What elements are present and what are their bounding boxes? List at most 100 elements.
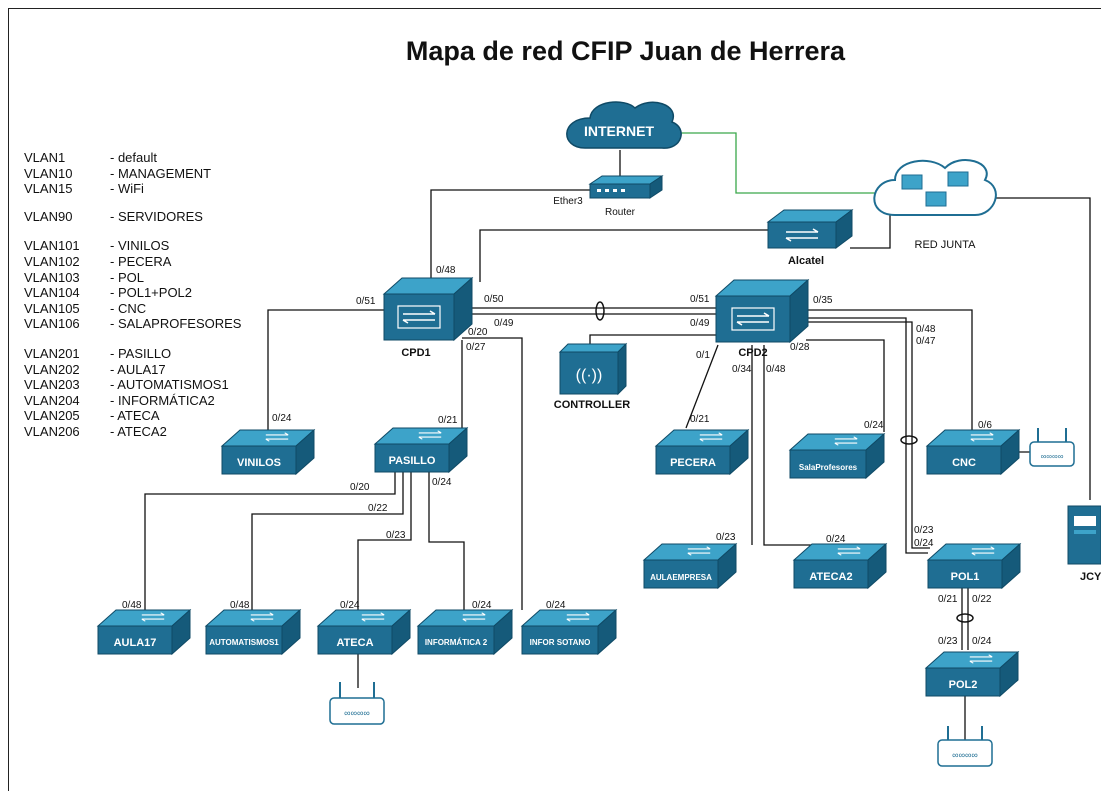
- vlan-id: VLAN106: [24, 316, 80, 332]
- informatica2-switch: INFORMÁTICA 2: [416, 608, 514, 656]
- aula17-switch: AULA17: [96, 608, 192, 656]
- port-label: 0/24: [826, 534, 846, 545]
- port-label: 0/48: [436, 265, 456, 276]
- vlan-name: - POL1+POL2: [110, 285, 193, 301]
- port-label: 0/23: [914, 525, 934, 536]
- port-label: 0/20: [468, 327, 488, 338]
- vlan-id: VLAN205: [24, 408, 80, 424]
- port-label: 0/23: [386, 530, 406, 541]
- port-label: 0/22: [972, 594, 992, 605]
- vlan-name: - PASILLO: [110, 345, 172, 361]
- link-cpd1-sotano: [462, 337, 523, 610]
- svg-text:∞∞∞∞: ∞∞∞∞: [952, 750, 978, 760]
- aulaempresa-label: AULAEMPRESA: [650, 573, 712, 582]
- port-label: 0/35: [813, 295, 833, 306]
- port-label: 0/21: [690, 414, 710, 425]
- link-pasillo-aula17: [144, 472, 396, 610]
- cnc-switch: CNC: [925, 428, 1021, 476]
- diagram-frame: [8, 8, 1101, 791]
- aulaempresa-switch: AULAEMPRESA: [642, 542, 738, 590]
- vlan-name: - POL: [110, 269, 144, 285]
- cnc-label: CNC: [952, 457, 976, 469]
- vlan-id: VLAN104: [24, 285, 80, 301]
- pecera-label: PECERA: [670, 457, 716, 469]
- vlan-name: - AUTOMATISMOS1: [110, 377, 229, 393]
- port-label: 0/48: [916, 324, 936, 335]
- alcatel-switch: Alcatel: [766, 209, 854, 267]
- port-label: 0/48: [122, 600, 142, 611]
- jcyl-server: JCYL: [1067, 505, 1101, 583]
- informatica2-label: INFORMÁTICA 2: [425, 638, 488, 647]
- infor-sotano-label: INFOR SOTANO: [530, 638, 591, 647]
- link-cpd2-controller: [589, 334, 716, 345]
- salaprofesores-label: SalaProfesores: [799, 463, 858, 472]
- vinilos-switch: VINILOS: [220, 428, 316, 476]
- port-label: 0/23: [938, 636, 958, 647]
- vlan-name: - WiFi: [110, 181, 144, 197]
- link-cpd2-pol1-b: [806, 321, 930, 549]
- vlan-name: - ATECA: [110, 408, 160, 424]
- pasillo-switch: PASILLO: [373, 426, 469, 474]
- port-label: 0/23: [716, 532, 736, 543]
- controller-label: CONTROLLER: [554, 399, 630, 411]
- link-cpd2-cnc: [806, 309, 973, 432]
- port-label: 0/24: [972, 636, 992, 647]
- link-pasillo-ateca: [357, 472, 412, 610]
- red-junta-cloud: RED JUNTA: [873, 159, 997, 251]
- port-label: 0/28: [790, 342, 810, 353]
- vlan-name: - PECERA: [110, 253, 172, 269]
- vlan-id: VLAN105: [24, 300, 80, 316]
- port-label: 0/49: [690, 318, 710, 329]
- port-label: 0/51: [690, 294, 710, 305]
- vlan-id: VLAN204: [24, 392, 80, 408]
- port-label: 0/24: [432, 477, 452, 488]
- port-label: 0/24: [272, 413, 292, 424]
- vlan-name: - CNC: [110, 300, 147, 316]
- cpd1-label: CPD1: [401, 347, 430, 359]
- vlan-name: - default: [110, 150, 157, 165]
- port-label: 0/34: [732, 364, 752, 375]
- router-device: Router Ether3: [553, 175, 664, 218]
- port-label: 0/24: [914, 538, 934, 549]
- port-labels: 0/48 0/51 0/50 0/49 0/20 0/27 0/51 0/49 …: [122, 265, 992, 647]
- ateca-label: ATECA: [336, 637, 373, 649]
- jcyl-label: JCYL: [1080, 571, 1101, 583]
- link-pasillo-info2: [428, 472, 465, 610]
- cpd1-switch: CPD1: [382, 276, 474, 359]
- access-point-icon: ∞∞∞∞: [937, 726, 993, 767]
- port-label: 0/1: [696, 350, 710, 361]
- ateca2-label: ATECA2: [809, 571, 852, 583]
- red-junta-label: RED JUNTA: [915, 239, 977, 251]
- vlan-id: VLAN90: [24, 208, 73, 224]
- vlan-name: - SERVIDORES: [110, 208, 203, 224]
- vlan-id: VLAN102: [24, 253, 80, 269]
- port-label: 0/51: [356, 296, 376, 307]
- automatismos1-label: AUTOMATISMOS1: [209, 638, 279, 647]
- link-cpd2-pol1-a: [806, 317, 928, 554]
- vlan-name: - MANAGEMENT: [110, 165, 212, 181]
- link-cpd2-ateca2: [763, 345, 820, 546]
- vlan-id: VLAN202: [24, 361, 80, 377]
- link-alcatel-cpd1: [479, 229, 768, 282]
- wireless-icon: ((·)): [576, 367, 603, 384]
- pecera-switch: PECERA: [654, 428, 750, 476]
- vlan-id: VLAN10: [24, 165, 73, 181]
- link-pasillo-automat: [251, 472, 404, 610]
- port-label: 0/21: [938, 594, 958, 605]
- access-point-icon: ∞∞∞∞: [1029, 428, 1075, 467]
- cpd2-label: CPD2: [738, 347, 767, 359]
- port-label: 0/24: [472, 600, 492, 611]
- port-label: 0/48: [230, 600, 250, 611]
- internet-cloud: INTERNET: [566, 101, 682, 149]
- access-point-icon: ∞∞∞∞: [329, 682, 385, 725]
- port-label: 0/50: [484, 294, 504, 305]
- vlan-name: - AULA17: [110, 361, 166, 377]
- diagram-title: Mapa de red CFIP Juan de Herrera: [405, 36, 846, 66]
- link-router-cpd1: [430, 189, 590, 282]
- port-label: 0/49: [494, 318, 514, 329]
- vlan-id: VLAN103: [24, 269, 80, 285]
- vlan-id: VLAN201: [24, 345, 80, 361]
- vlan-id: VLAN15: [24, 181, 73, 197]
- vlan-id: VLAN203: [24, 377, 80, 393]
